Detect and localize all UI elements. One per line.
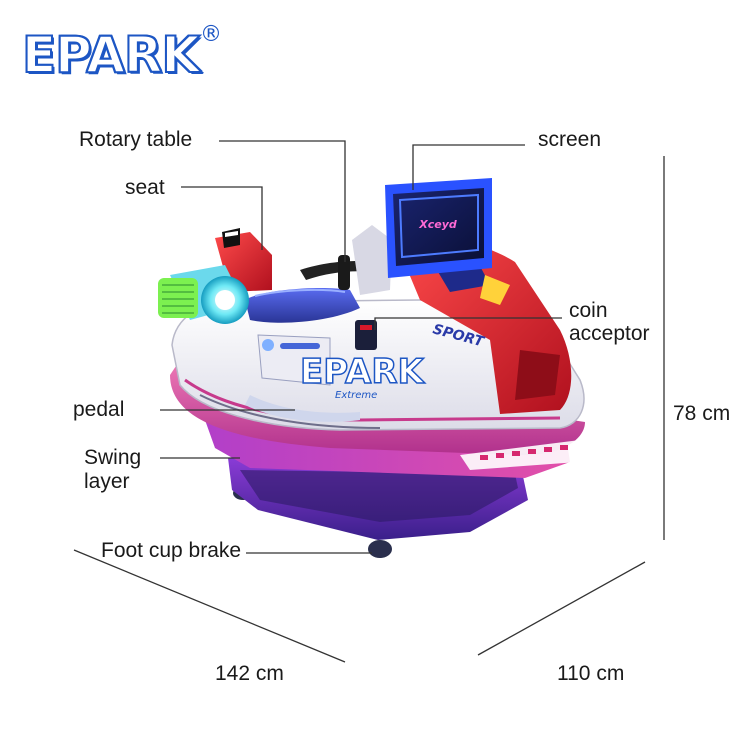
- coin-slot: [360, 325, 372, 330]
- leader-rotary-table: [219, 140, 346, 262]
- handlebar-stem: [338, 255, 350, 290]
- leader-seat: [181, 186, 263, 250]
- label-coin-acceptor-line1: coin: [569, 299, 608, 322]
- registered-mark: ®: [200, 22, 222, 47]
- label-screen: screen: [538, 128, 602, 151]
- dimension-width-line: [477, 561, 646, 656]
- foot-cup-front: [368, 540, 392, 558]
- label-coin-acceptor-line2: acceptor: [569, 322, 650, 345]
- label-swing-layer-line2: layer: [84, 470, 130, 493]
- dimension-length: 142 cm: [215, 662, 284, 685]
- leader-coin-acceptor: [374, 317, 562, 330]
- leader-screen: [412, 144, 525, 190]
- jet-thruster: [158, 265, 249, 324]
- side-light-1: [262, 339, 274, 351]
- label-foot-cup-brake: Foot cup brake: [101, 539, 242, 562]
- dimension-height: 78 cm: [673, 402, 731, 425]
- label-swing-layer-line1: Swing: [84, 446, 142, 469]
- label-seat: seat: [125, 176, 165, 199]
- side-light-bar: [280, 343, 320, 349]
- dimension-lines: [73, 156, 665, 663]
- seat: [245, 288, 360, 323]
- base-stripes: [240, 470, 518, 522]
- jet-light-grid: [162, 284, 194, 314]
- pedal: [245, 395, 360, 422]
- screen-unit: Xceyd: [385, 178, 492, 278]
- label-rotary-table: Rotary table: [79, 128, 193, 151]
- screen-brand-text: Xceyd: [418, 218, 457, 231]
- nose-vent: [515, 350, 560, 400]
- hull-trim: [199, 394, 381, 429]
- leader-lines: [160, 140, 562, 554]
- screen-inner-frame: [398, 193, 479, 259]
- screen-display: [393, 188, 484, 266]
- extreme-decal: Extreme: [335, 390, 377, 401]
- jet-core: [215, 290, 235, 310]
- label-pedal: pedal: [73, 398, 125, 421]
- body-logo: EPARK: [300, 352, 426, 392]
- rotary-column: [352, 225, 392, 295]
- nose-decal: [480, 275, 510, 305]
- jet-light-panel: [158, 278, 198, 318]
- fin-flag-stripe: [225, 231, 238, 237]
- checker-pattern: [480, 445, 568, 460]
- dimension-width: 110 cm: [557, 662, 625, 685]
- seat-highlight: [254, 288, 346, 297]
- fin-flag: [222, 228, 240, 248]
- brand-logo-text: EPARK: [21, 25, 201, 85]
- dimension-length-line: [73, 549, 346, 663]
- coin-acceptor: [355, 320, 377, 350]
- brand-logo: EPARK ®: [21, 22, 222, 92]
